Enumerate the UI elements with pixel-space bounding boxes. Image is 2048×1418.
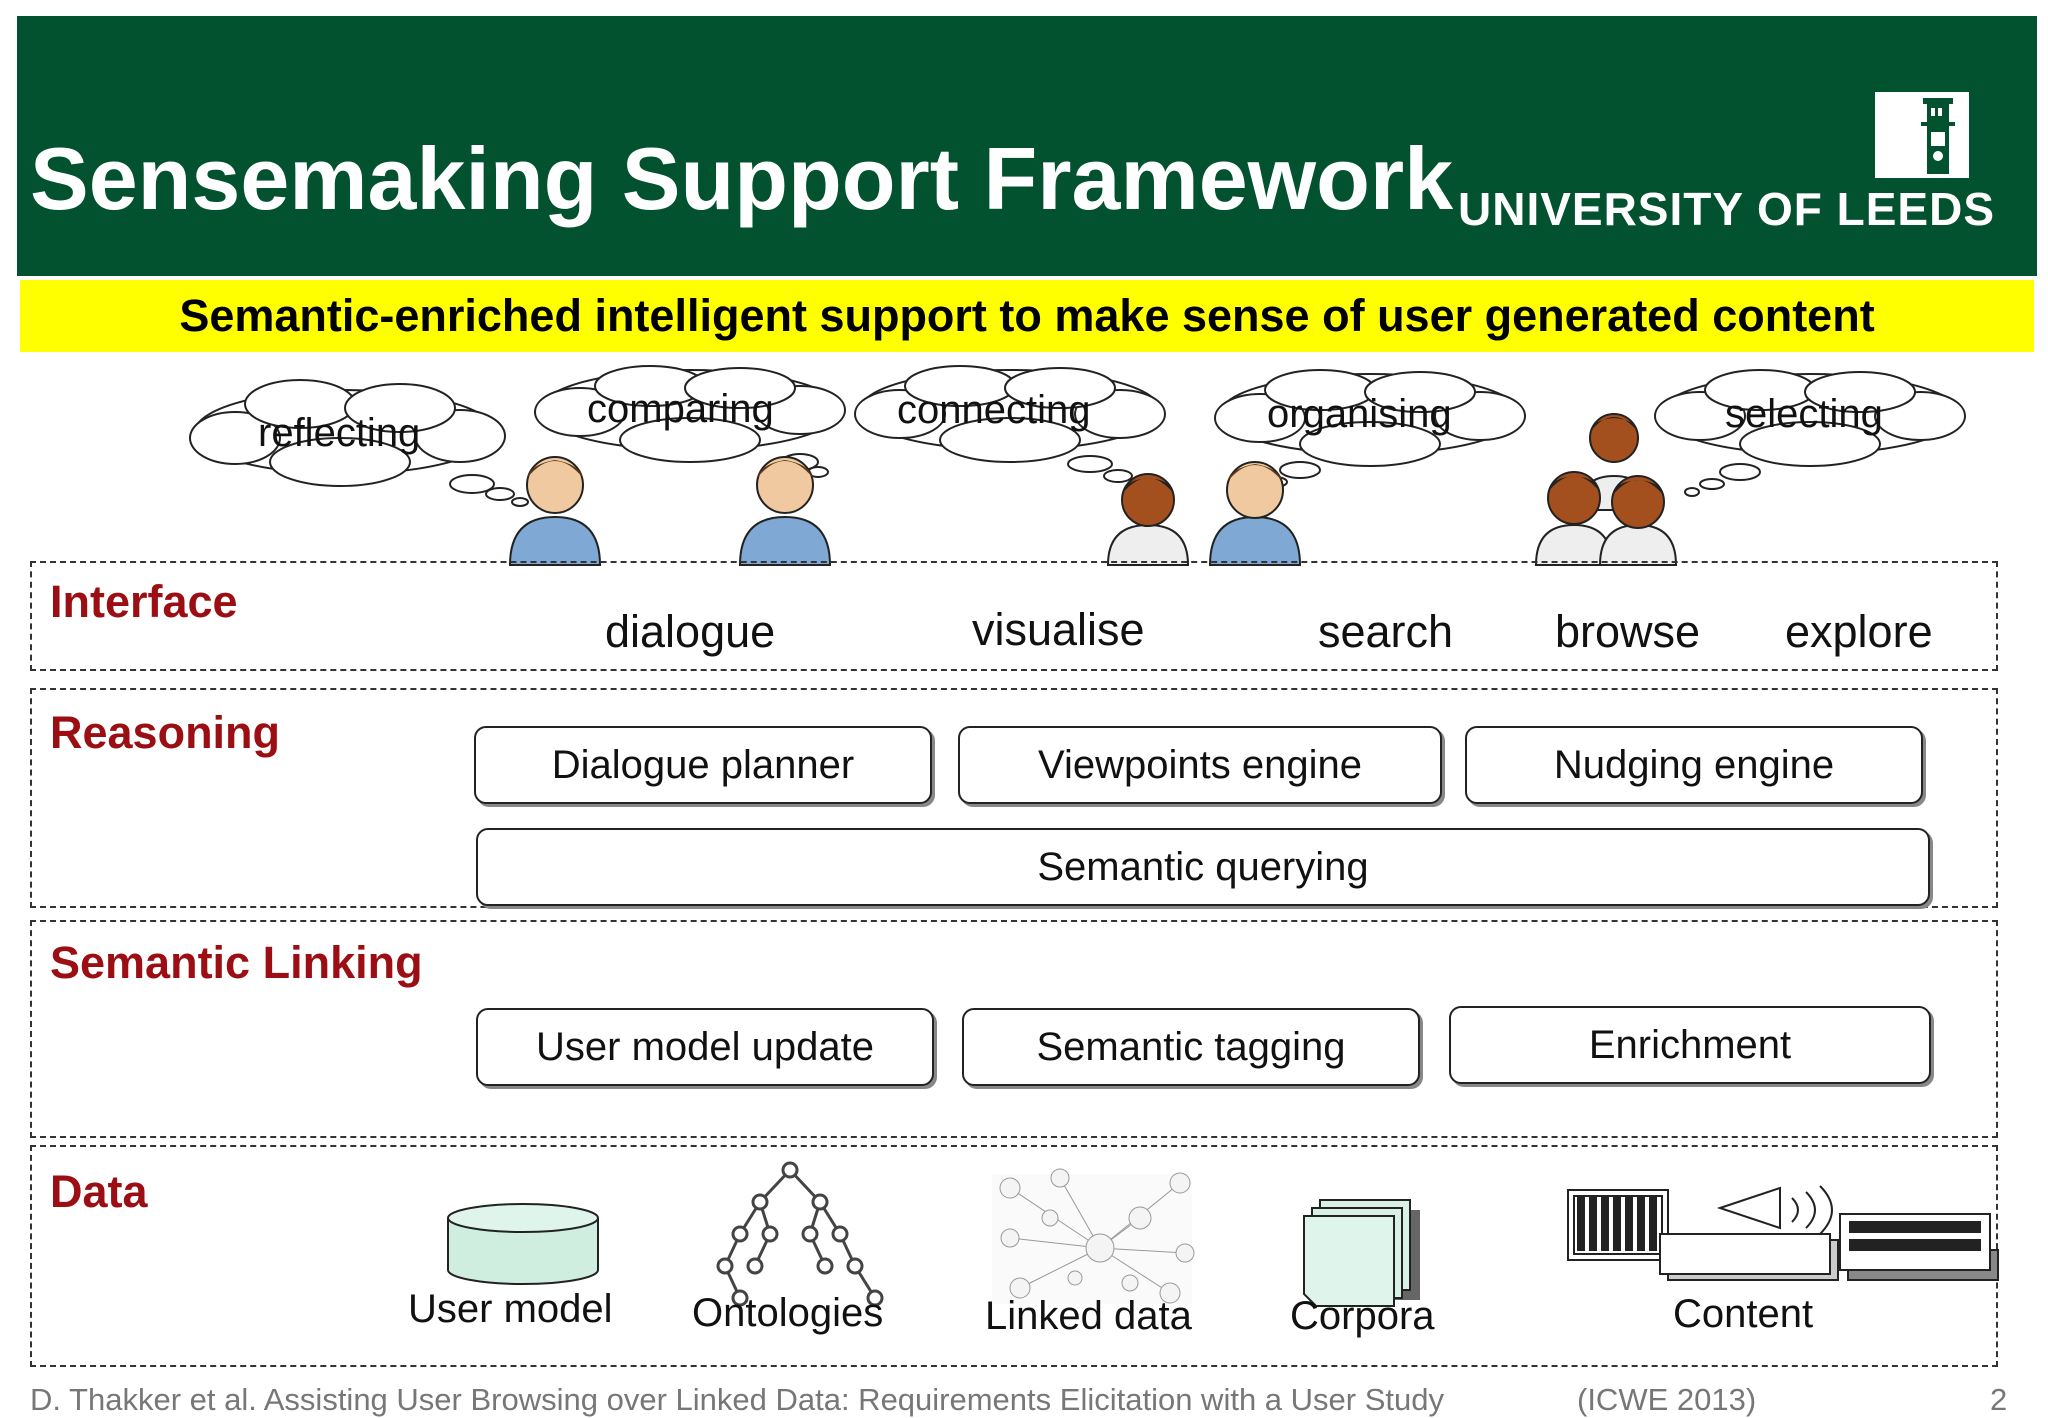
corpora-pages-icon: [1303, 1199, 1420, 1307]
data-linked-data: Linked data: [985, 1294, 1192, 1338]
data-content: Content: [1673, 1292, 1814, 1336]
thought-reflecting: reflecting: [258, 411, 421, 455]
thought-comparing: comparing: [587, 387, 774, 431]
user-model-update-box: User model update: [476, 1008, 934, 1086]
subtitle-bar: Semantic-enriched intelligent support to…: [20, 280, 2034, 352]
linked-data-graph-icon: [992, 1168, 1195, 1304]
thought-clouds: [189, 365, 1966, 566]
person-icons: [508, 413, 1678, 566]
slide-subtitle: Semantic-enriched intelligent support to…: [179, 290, 1875, 341]
reasoning-layer: [30, 688, 1998, 908]
footer-venue: (ICWE 2013): [1577, 1382, 1757, 1417]
thought-connecting: connecting: [897, 388, 1091, 432]
data-corpora: Corpora: [1290, 1294, 1435, 1338]
header-banner: [17, 16, 2037, 276]
thought-organising: organising: [1267, 392, 1452, 436]
semantic-tagging-box: Semantic tagging: [962, 1008, 1420, 1086]
reasoning-label: Reasoning: [50, 707, 281, 758]
dialogue-planner-box: Dialogue planner: [474, 726, 932, 804]
person-icon: [738, 456, 832, 566]
semantic-linking-label: Semantic Linking: [50, 937, 423, 988]
database-icon: [447, 1203, 599, 1285]
interface-verb-dialogue: dialogue: [605, 606, 776, 657]
interface-verb-search: search: [1318, 606, 1454, 657]
interface-label: Interface: [50, 576, 238, 627]
interface-layer: [30, 561, 1998, 671]
interface-verb-explore: explore: [1785, 606, 1933, 657]
enrichment-box: Enrichment: [1449, 1006, 1931, 1084]
interface-verb-browse: browse: [1555, 606, 1701, 657]
person-icon: [508, 456, 602, 566]
ontology-tree-icon: [716, 1161, 884, 1307]
page-number: 2: [1990, 1382, 2008, 1417]
slide-title: Sensemaking Support Framework: [30, 129, 1454, 228]
data-user-model: User model: [408, 1287, 613, 1331]
university-name: UNIVERSITY OF LEEDS: [1458, 183, 1996, 235]
thought-selecting: selecting: [1725, 392, 1883, 436]
person-group-icon: [1534, 413, 1678, 566]
thought-cloud-reflecting: [189, 379, 529, 507]
data-label: Data: [50, 1166, 148, 1217]
person-icon: [1208, 461, 1302, 566]
thought-cloud-comparing: [534, 365, 846, 478]
nudging-engine-box: Nudging engine: [1465, 726, 1923, 804]
data-ontologies: Ontologies: [692, 1291, 884, 1335]
viewpoints-engine-box: Viewpoints engine: [958, 726, 1442, 804]
semantic-linking-layer: [30, 920, 1998, 1138]
thought-cloud-organising: [1214, 369, 1526, 488]
data-icons: [447, 1161, 1999, 1307]
thought-cloud-connecting: [854, 365, 1166, 489]
person-icon: [1106, 473, 1190, 566]
content-devices-icon: [1567, 1185, 1999, 1281]
thought-cloud-selecting: [1654, 369, 1966, 497]
semantic-querying-box: Semantic querying: [476, 828, 1930, 906]
interface-verb-visualise: visualise: [972, 604, 1145, 655]
university-logo: [1875, 92, 1969, 178]
footer-citation: D. Thakker et al. Assisting User Browsin…: [30, 1382, 1444, 1417]
